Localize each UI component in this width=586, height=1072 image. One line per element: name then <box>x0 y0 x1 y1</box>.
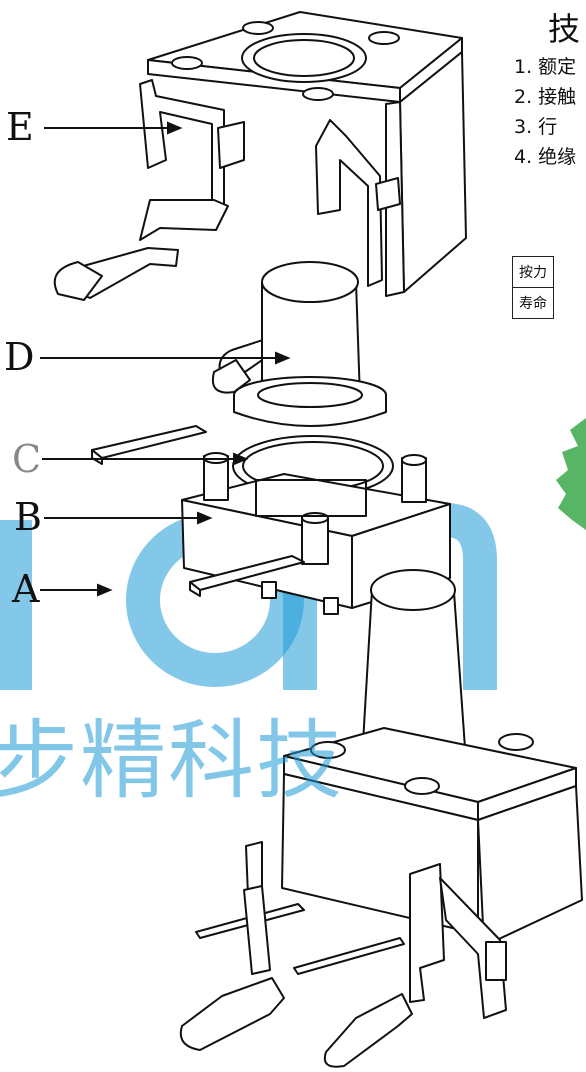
part-e-housing <box>53 11 467 394</box>
leader-lines <box>40 121 291 597</box>
table-row: 寿命 <box>512 287 554 319</box>
table-cell: 按力 <box>512 256 554 288</box>
table-cell: 寿命 <box>512 287 554 319</box>
spec-title: 技 <box>548 10 581 48</box>
part-d-actuator <box>233 261 387 427</box>
spec-item: 2. 接触 <box>514 86 577 108</box>
label-c: C <box>12 437 42 481</box>
watermark-text: 步精科技 <box>0 711 344 811</box>
assembled-switch <box>179 569 583 1068</box>
label-b: B <box>14 495 42 539</box>
spec-item: 4. 绝缘 <box>514 146 577 168</box>
label-a: A <box>12 567 40 611</box>
spec-table: 按力 寿命 <box>512 256 554 319</box>
label-e: E <box>6 105 34 149</box>
spec-list: 1. 额定 2. 接触 3. 行 4. 绝缘 <box>514 52 576 172</box>
label-d: D <box>4 335 35 379</box>
spec-item: 1. 额定 <box>514 56 577 78</box>
spec-item: 3. 行 <box>514 116 558 138</box>
table-row: 按力 <box>512 256 554 288</box>
part-a-pins <box>91 425 339 615</box>
gear-watermark-icon <box>556 418 586 530</box>
